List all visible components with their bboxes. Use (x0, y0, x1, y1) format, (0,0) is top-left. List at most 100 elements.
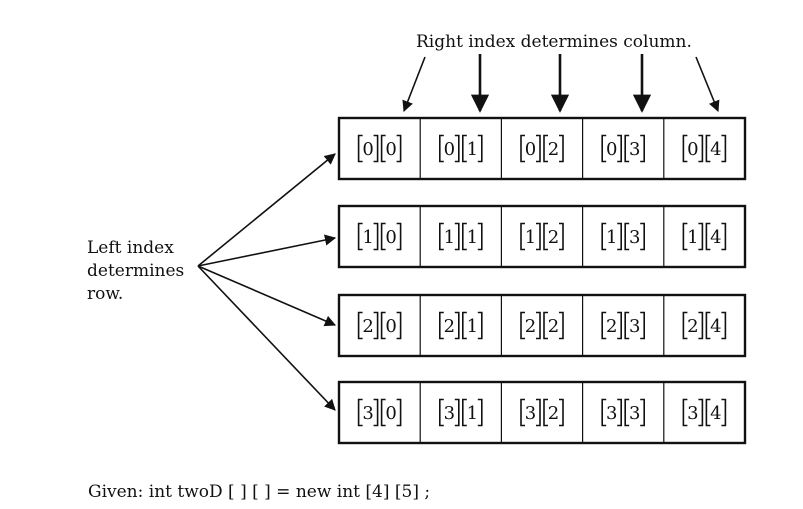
row-index-label: 2 (606, 316, 617, 337)
row-index-label: 0 (362, 139, 373, 160)
row-index-label: 0 (525, 139, 536, 160)
index-bracket (601, 311, 622, 340)
row-arrow (197, 234, 337, 267)
index-bracket (705, 311, 727, 340)
index-bracket (682, 398, 704, 427)
row-index-label: 1 (444, 227, 455, 248)
row-index-label: 1 (687, 227, 698, 248)
column-index-label: 2 (548, 139, 559, 160)
row-index-label: 1 (606, 227, 617, 248)
row-outline (337, 293, 747, 358)
index-bracket (543, 398, 564, 427)
column-index-label: 4 (710, 227, 721, 248)
index-bracket (380, 134, 402, 163)
index-bracket (357, 398, 379, 427)
column-index-label: 4 (710, 316, 721, 337)
row-index-label: 3 (606, 403, 617, 424)
row-outline (337, 116, 747, 181)
row-index-label: 0 (687, 139, 698, 160)
index-bracket (601, 134, 622, 163)
column-index-label: 1 (467, 139, 478, 160)
column-index-label: 0 (385, 227, 396, 248)
index-bracket (601, 222, 622, 251)
row-caption: Left index determines row. (87, 238, 184, 304)
row-index-label: 2 (444, 316, 455, 337)
index-bracket (682, 311, 704, 340)
row-index-label: 3 (362, 403, 373, 424)
row-arrow (197, 265, 337, 327)
index-bracket (380, 398, 402, 427)
index-bracket (380, 222, 402, 251)
row-index-label: 2 (687, 316, 698, 337)
index-bracket (520, 222, 541, 251)
index-bracket (624, 311, 645, 340)
index-bracket (462, 134, 483, 163)
index-bracket (439, 134, 460, 163)
row-outline (337, 380, 747, 445)
row-index-label: 0 (444, 139, 455, 160)
column-index-label: 2 (548, 403, 559, 424)
row-index-label: 1 (525, 227, 536, 248)
column-index-label: 0 (385, 316, 396, 337)
index-bracket (380, 311, 402, 340)
column-arrow (402, 56, 426, 113)
row-caption-line: Left index (87, 238, 174, 258)
row-index-label: 3 (525, 403, 536, 424)
index-bracket (439, 311, 460, 340)
row-index-label: 1 (362, 227, 373, 248)
index-bracket (520, 311, 541, 340)
row-index-label: 2 (525, 316, 536, 337)
index-bracket (357, 134, 379, 163)
index-bracket (462, 222, 483, 251)
index-bracket (682, 134, 704, 163)
row-index-label: 3 (444, 403, 455, 424)
column-index-label: 2 (548, 316, 559, 337)
column-index-label: 3 (629, 139, 640, 160)
row-index-label: 2 (362, 316, 373, 337)
index-bracket (682, 222, 704, 251)
index-bracket (601, 398, 622, 427)
column-index-label: 3 (629, 227, 640, 248)
index-bracket (705, 222, 727, 251)
index-bracket (439, 222, 460, 251)
index-arrows (197, 54, 720, 411)
index-bracket (439, 398, 460, 427)
declaration-caption: Given: int twoD [ ] [ ] = new int [4] [5… (88, 482, 430, 502)
index-bracket (624, 134, 645, 163)
index-bracket (624, 222, 645, 251)
column-index-label: 1 (467, 316, 478, 337)
column-index-label: 4 (710, 403, 721, 424)
column-index-label: 1 (467, 403, 478, 424)
column-index-label: 2 (548, 227, 559, 248)
index-bracket (705, 398, 727, 427)
index-bracket (520, 134, 541, 163)
row-arrow (197, 153, 336, 267)
row-index-label: 3 (687, 403, 698, 424)
index-bracket (543, 222, 564, 251)
index-bracket (357, 311, 379, 340)
index-bracket (543, 311, 564, 340)
index-bracket (520, 398, 541, 427)
column-arrow (695, 56, 720, 113)
column-caption: Right index determines column. (416, 32, 692, 52)
